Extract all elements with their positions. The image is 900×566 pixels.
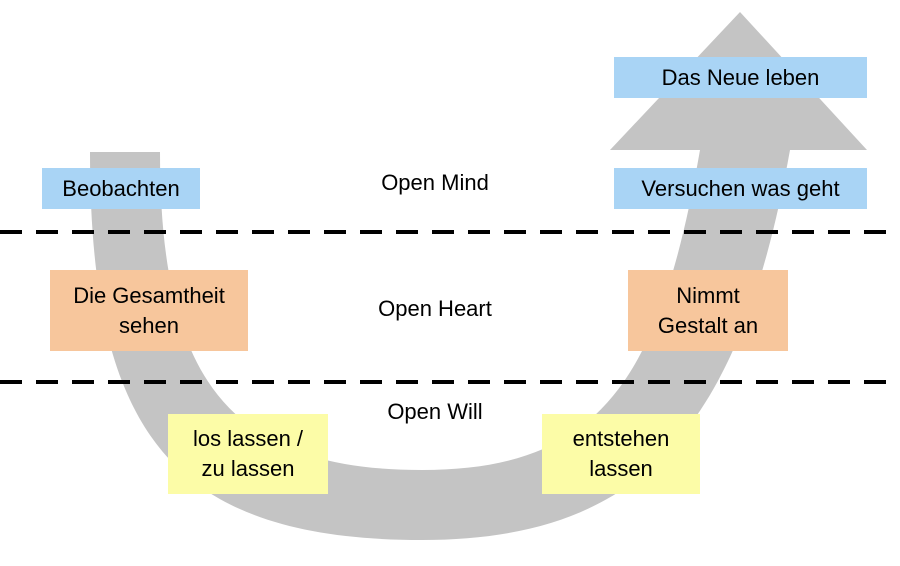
box-entstehen-line1: entstehen [572, 426, 670, 451]
box-versuchen: Versuchen was geht [614, 168, 867, 209]
u-arrow-body [90, 12, 867, 540]
level-open-will: Open Will [387, 399, 483, 424]
box-versuchen-label: Versuchen was geht [641, 175, 840, 201]
box-das-neue-leben: Das Neue leben [614, 57, 867, 98]
box-gesamtheit-line2: sehen [119, 312, 179, 338]
box-beobachten-label: Beobachten [62, 175, 180, 201]
box-gestalt-line2: Gestalt an [657, 312, 759, 338]
level-open-mind: Open Mind [381, 170, 489, 195]
box-entstehen-line2: lassen [589, 456, 653, 481]
box-gestalt-line1: Nimmt [676, 282, 740, 308]
box-gesamtheit-sehen: Die Gesamtheit sehen [50, 270, 248, 351]
box-entstehen-lassen: entstehen lassen [542, 414, 700, 494]
box-los-lassen-line1: los lassen / [192, 426, 304, 451]
box-das-neue-leben-label: Das Neue leben [661, 64, 820, 90]
box-beobachten: Beobachten [42, 168, 200, 209]
box-los-lassen-line2: zu lassen [201, 456, 295, 481]
box-gesamtheit-line1: Die Gesamtheit [73, 282, 225, 308]
box-los-lassen: los lassen / zu lassen [168, 414, 328, 494]
level-open-heart: Open Heart [378, 296, 492, 321]
box-gestalt-an: Nimmt Gestalt an [628, 270, 788, 351]
